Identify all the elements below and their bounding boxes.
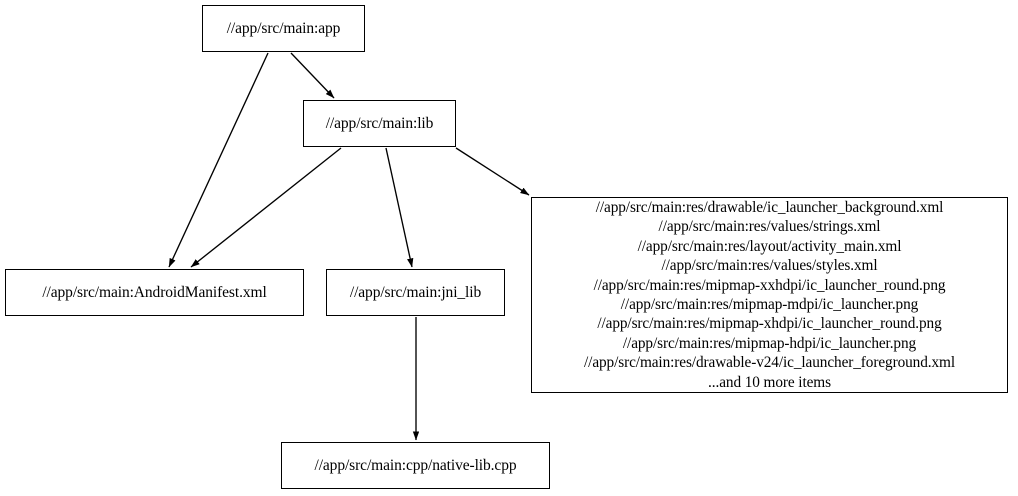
node-android-manifest[interactable]: //app/src/main:AndroidManifest.xml (5, 269, 304, 316)
edge-lib-to-resources (455, 147, 530, 196)
node-lib-label: //app/src/main:lib (325, 114, 434, 132)
node-app-label: //app/src/main:app (226, 19, 341, 37)
node-native-lib-cpp[interactable]: //app/src/main:cpp/native-lib.cpp (281, 442, 550, 489)
edge-app-to-lib (290, 52, 335, 99)
node-native-lib-cpp-label: //app/src/main:cpp/native-lib.cpp (314, 456, 517, 474)
node-jni-lib[interactable]: //app/src/main:jni_lib (326, 269, 505, 316)
edge-app-to-android-manifest (168, 52, 269, 268)
edge-lib-to-android-manifest (190, 147, 342, 268)
node-jni-lib-label: //app/src/main:jni_lib (349, 283, 482, 301)
node-app[interactable]: //app/src/main:app (202, 5, 365, 52)
node-resources[interactable]: //app/src/main:res/drawable/ic_launcher_… (531, 197, 1008, 393)
node-lib[interactable]: //app/src/main:lib (303, 100, 456, 147)
node-resources-label: //app/src/main:res/drawable/ic_launcher_… (584, 198, 955, 391)
node-android-manifest-label: //app/src/main:AndroidManifest.xml (42, 283, 267, 301)
edge-lib-to-jni-lib (385, 147, 414, 268)
